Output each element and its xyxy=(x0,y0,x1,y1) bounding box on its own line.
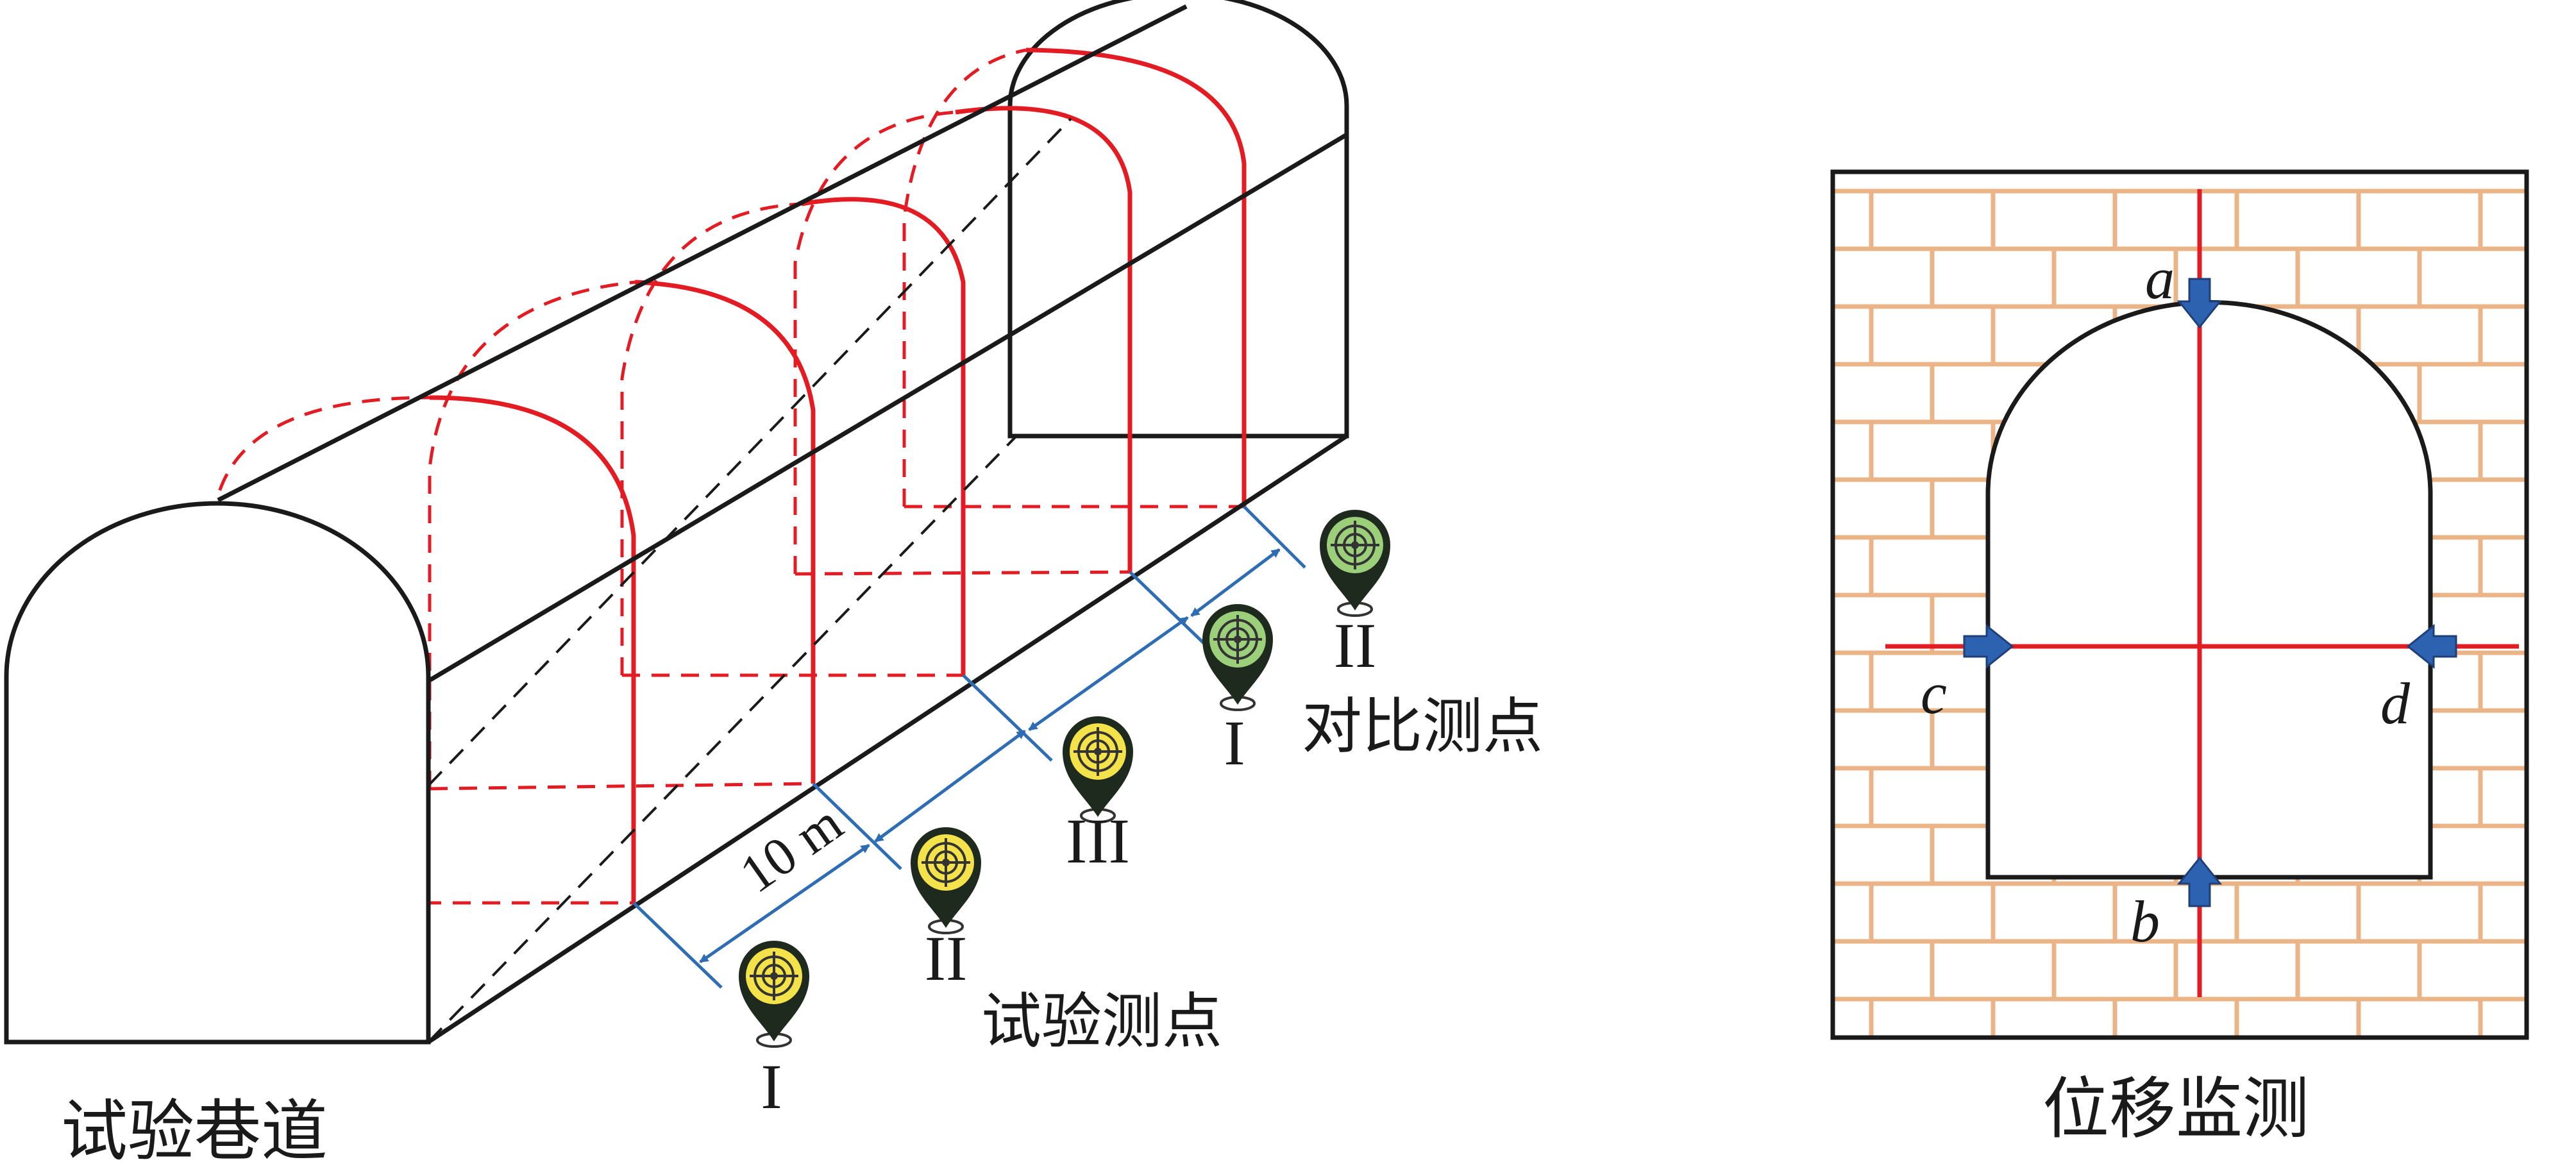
back-portal xyxy=(1007,0,1349,439)
point-label-d: d xyxy=(2380,671,2411,736)
point-label-a: a xyxy=(2145,246,2175,311)
map-pin-target-icon xyxy=(1318,508,1392,617)
comparison-point-1-label: I xyxy=(1224,707,1245,778)
test-point-2-label: II xyxy=(925,923,968,994)
map-pin-target-icon xyxy=(909,825,982,934)
support-arches xyxy=(429,47,1247,903)
test-point-1-marker xyxy=(737,939,811,1048)
comparison-point-1-marker xyxy=(1201,602,1274,711)
comparison-points: I II 对比测点 xyxy=(1201,508,1543,778)
map-pin-target-icon xyxy=(1061,714,1134,823)
right-caption: 位移监测 xyxy=(2042,1070,2309,1148)
point-label-b: b xyxy=(2130,889,2160,954)
left-caption: 试验巷道 xyxy=(61,1092,328,1169)
point-label-c: c xyxy=(1921,660,1947,726)
tunnel-3d: 10 m xyxy=(4,0,1349,1045)
panel-frame xyxy=(1830,169,2529,1040)
test-point-2-marker xyxy=(909,825,982,934)
spacing-label: 10 m xyxy=(730,793,854,905)
test-points-label: 试验测点 xyxy=(981,987,1222,1057)
test-point-3-marker xyxy=(1061,714,1134,823)
spacing-dimension xyxy=(632,505,1306,989)
front-portal xyxy=(4,501,431,1045)
tunnel-cross-section xyxy=(1985,299,2433,880)
test-points: I II III 试验 xyxy=(737,714,1222,1122)
map-pin-target-icon xyxy=(1201,602,1274,711)
displacement-panel: a b c d xyxy=(1830,169,2529,1040)
comparison-point-2-label: II xyxy=(1334,610,1377,681)
comparison-points-label: 对比测点 xyxy=(1302,692,1543,762)
test-point-3-label: III xyxy=(1066,805,1130,877)
hidden-floor-edge xyxy=(427,117,1072,1043)
map-pin-target-icon xyxy=(737,939,811,1048)
test-point-1-label: I xyxy=(761,1051,782,1122)
comparison-point-2-marker xyxy=(1318,508,1392,617)
